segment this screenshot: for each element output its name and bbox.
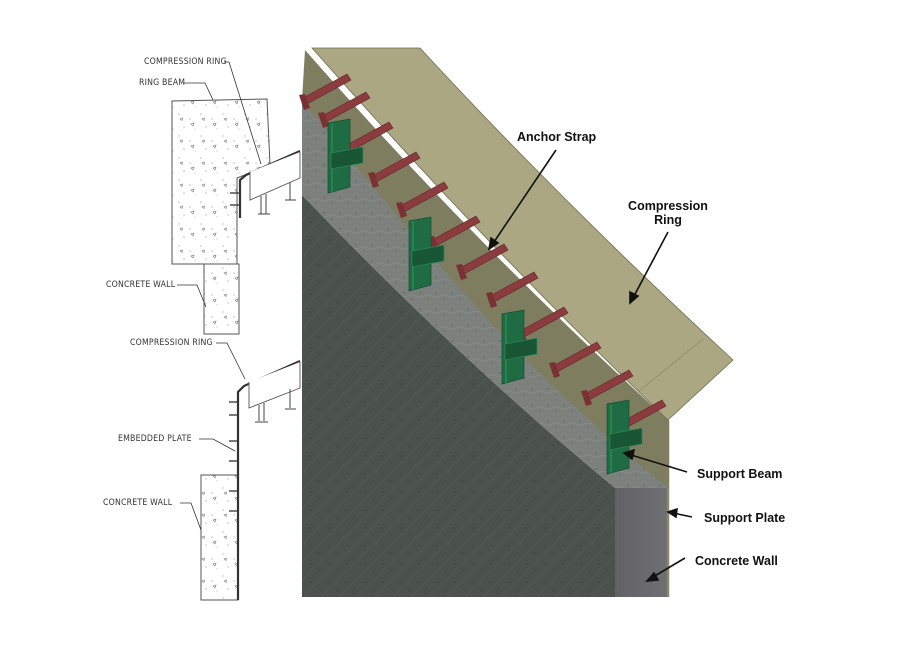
leader-arrows bbox=[487, 149, 693, 582]
anchor-strap bbox=[368, 151, 421, 188]
arrow-concrete-wall bbox=[652, 557, 686, 578]
support-beam bbox=[327, 118, 364, 194]
compression-ring-face bbox=[302, 50, 668, 488]
anchor-strap bbox=[396, 181, 449, 218]
arrow-support-beam bbox=[630, 454, 688, 473]
label-support-plate: Support Plate bbox=[704, 511, 786, 525]
anchor-strap bbox=[549, 341, 602, 378]
label-concrete-wall: Concrete Wall bbox=[695, 554, 778, 568]
upper-concrete-wall bbox=[203, 263, 240, 335]
support-beam bbox=[501, 309, 538, 385]
cad-label-compression-ring-lower: COMPRESSION RING bbox=[130, 338, 213, 348]
anchor-strap bbox=[456, 243, 509, 280]
compression-ring-top bbox=[311, 47, 734, 421]
label-anchor-strap: Anchor Strap bbox=[517, 130, 597, 144]
label-compression-ring-line2: Ring bbox=[654, 213, 682, 227]
lower-detail bbox=[180, 342, 301, 601]
arrow-anchor-strap bbox=[493, 149, 557, 243]
anchor-strap bbox=[318, 91, 371, 128]
concrete-wall-face bbox=[302, 195, 615, 597]
cad-label-embedded-plate: EMBEDDED PLATE bbox=[118, 434, 192, 444]
label-compression-ring: Compression Ring bbox=[627, 199, 709, 227]
anchor-strap bbox=[581, 369, 634, 406]
upper-detail bbox=[171, 61, 301, 335]
label-compression-ring-line1: Compression bbox=[628, 199, 708, 213]
arrow-compression-ring bbox=[633, 231, 669, 297]
cad-label-concrete-wall-upper: CONCRETE WALL bbox=[106, 280, 176, 290]
cad-label-compression-ring-upper: COMPRESSION RING bbox=[144, 57, 227, 67]
cad-label-ring-beam: RING BEAM bbox=[139, 78, 186, 88]
support-beam bbox=[408, 216, 445, 292]
concrete-wall-end bbox=[615, 488, 668, 597]
cad-label-concrete-wall-lower: CONCRETE WALL bbox=[103, 498, 173, 508]
ring-beam bbox=[171, 98, 271, 265]
label-support-beam: Support Beam bbox=[697, 467, 783, 481]
support-beam bbox=[606, 399, 643, 475]
anchor-strap bbox=[486, 271, 539, 308]
anchor-strap bbox=[299, 73, 352, 110]
